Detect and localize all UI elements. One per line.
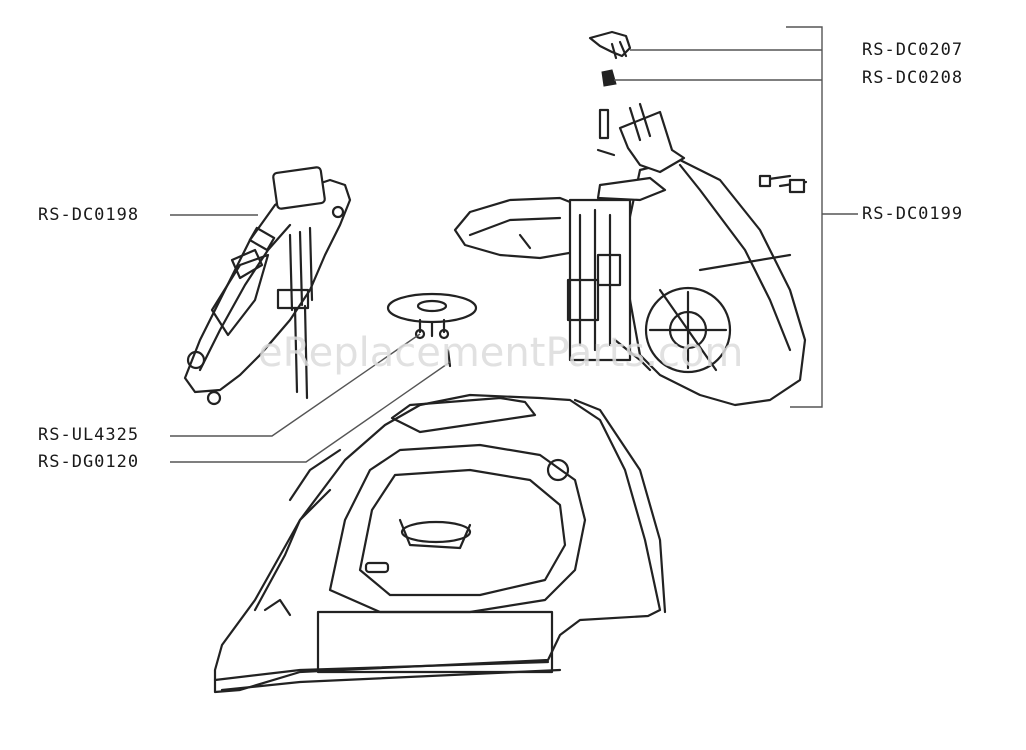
leader-lines: [170, 26, 858, 463]
watermark-text: eReplacementParts.com: [258, 330, 744, 376]
part-label-rs-dg0120: RS-DG0120: [38, 452, 140, 472]
part-label-rs-dc0198: RS-DC0198: [38, 205, 140, 225]
part-label-rs-ul4325: RS-UL4325: [38, 425, 140, 445]
iron-body-drawing: [213, 393, 667, 694]
disk-part-drawing: [386, 292, 478, 368]
part-label-rs-dc0199: RS-DC0199: [862, 204, 964, 224]
rear-assembly-drawing: [453, 102, 808, 407]
part-label-rs-dc0207: RS-DC0207: [862, 40, 964, 60]
handle-cover-drawing: [183, 166, 352, 406]
part-label-rs-dc0208: RS-DC0208: [862, 68, 964, 88]
small-parts-drawing: [588, 30, 632, 87]
